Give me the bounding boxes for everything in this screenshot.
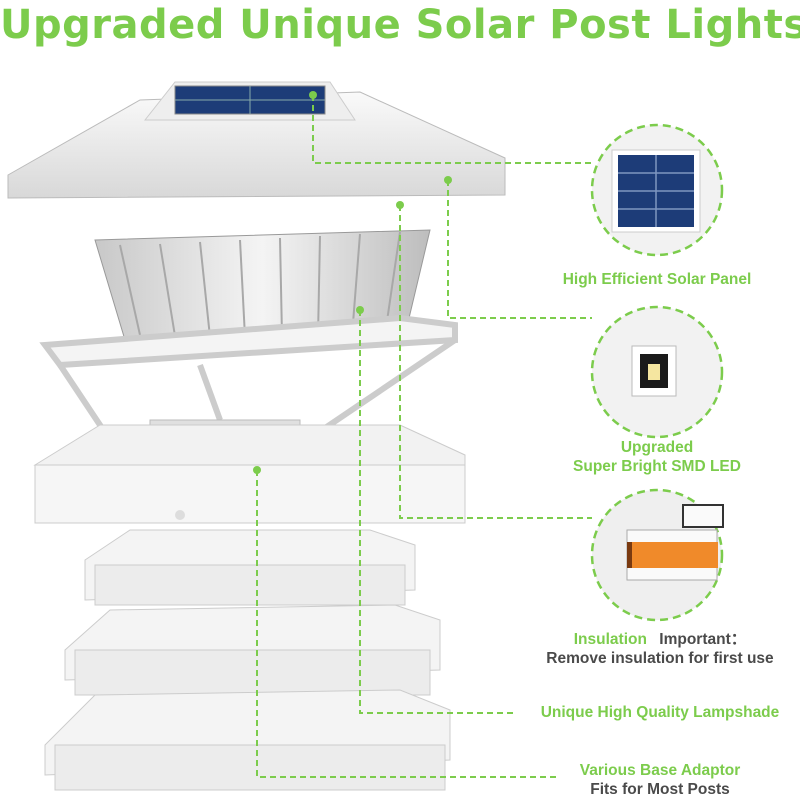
lampshade [94, 229, 431, 341]
page-title: Upgraded Unique Solar Post Lights [0, 2, 800, 48]
insulation-tab [630, 542, 718, 568]
label-insulation-row: Insulation Important： [520, 631, 800, 650]
solar-panel-detail [590, 123, 724, 257]
label-solar-panel: High Efficient Solar Panel [562, 271, 752, 288]
led-detail [590, 305, 724, 439]
base-adaptor-3 [44, 689, 451, 791]
insulation-detail [590, 488, 724, 622]
label-led-line2: Super Bright SMD LED [573, 458, 741, 475]
label-base-group: Various Base Adaptor Fits for Most Posts [540, 762, 780, 800]
label-insulation-group: Insulation Important： Remove insulation … [520, 631, 800, 669]
base-plate [33, 424, 466, 524]
smd-led-icon [648, 364, 660, 380]
label-important: Important： [659, 631, 747, 648]
label-base-adaptor: Various Base Adaptor [579, 762, 741, 779]
base-adaptor-1 [84, 529, 416, 606]
label-base-note: Fits for Most Posts [590, 781, 730, 798]
label-lampshade: Unique High Quality Lampshade [540, 704, 780, 721]
label-led-line1: Upgraded [620, 439, 694, 456]
solar-cap [7, 81, 506, 199]
label-led-group: Upgraded Super Bright SMD LED [537, 439, 777, 477]
connector-lines [256, 95, 592, 778]
label-insulation-note: Remove insulation for first use [546, 650, 774, 667]
base-adaptor-2 [64, 604, 441, 696]
label-insulation: Insulation [573, 631, 647, 648]
